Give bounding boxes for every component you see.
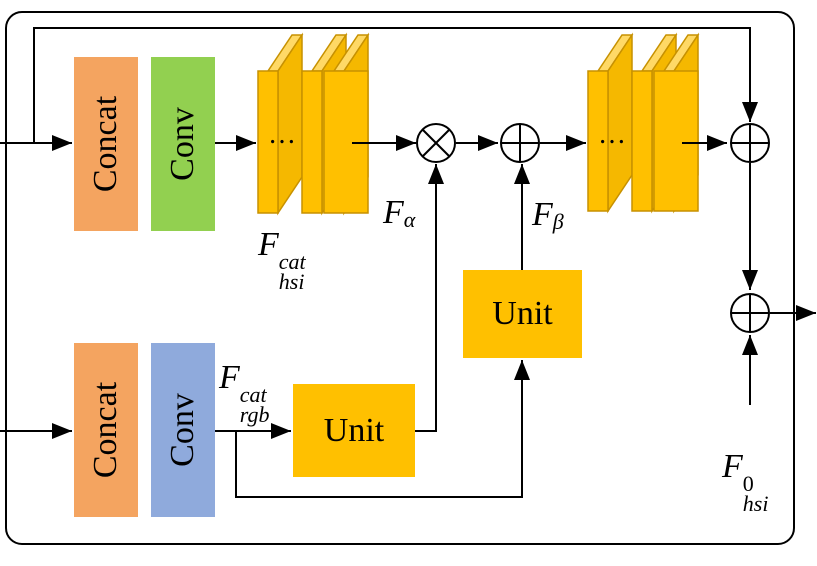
conv-block-top <box>151 57 215 231</box>
label-f-beta: Fβ <box>532 196 564 235</box>
concat-bottom-label-box: Concat <box>74 343 138 517</box>
feature-maps-output <box>587 32 700 214</box>
unit-block-upper <box>463 270 582 358</box>
connectors <box>0 27 816 498</box>
unit-lower-label: Unit <box>323 411 385 449</box>
unit-upper-label-box: Unit <box>463 270 582 358</box>
unit-upper-label: Unit <box>492 295 553 332</box>
unit-block-lower <box>293 384 415 477</box>
concat-top-label: Concat <box>87 95 124 193</box>
add-node-middle <box>500 123 540 163</box>
concat-block-top <box>74 57 138 231</box>
multiply-node <box>416 123 456 163</box>
ellipsis-right: … <box>598 119 626 150</box>
conv-bottom-label: Conv <box>164 393 201 467</box>
concat-bottom-label: Concat <box>87 381 124 479</box>
concat-top-label-box: Concat <box>74 57 138 231</box>
outer-frame <box>5 11 795 545</box>
concat-block-bottom <box>74 343 138 517</box>
ellipsis-left-box: … <box>264 120 300 150</box>
add-node-output <box>730 293 770 333</box>
label-f-alpha: Fα <box>383 194 416 233</box>
conv-top-label: Conv <box>164 107 201 181</box>
ellipsis-right-box: … <box>594 120 630 150</box>
conv-block-bottom <box>151 343 215 517</box>
add-node-right <box>730 123 770 163</box>
feature-maps-hsi-cat <box>257 32 370 216</box>
ellipsis-left: … <box>268 119 296 150</box>
unit-lower-label-box: Unit <box>293 384 415 477</box>
conv-top-label-box: Conv <box>151 57 215 231</box>
conv-bottom-label-box: Conv <box>151 343 215 517</box>
